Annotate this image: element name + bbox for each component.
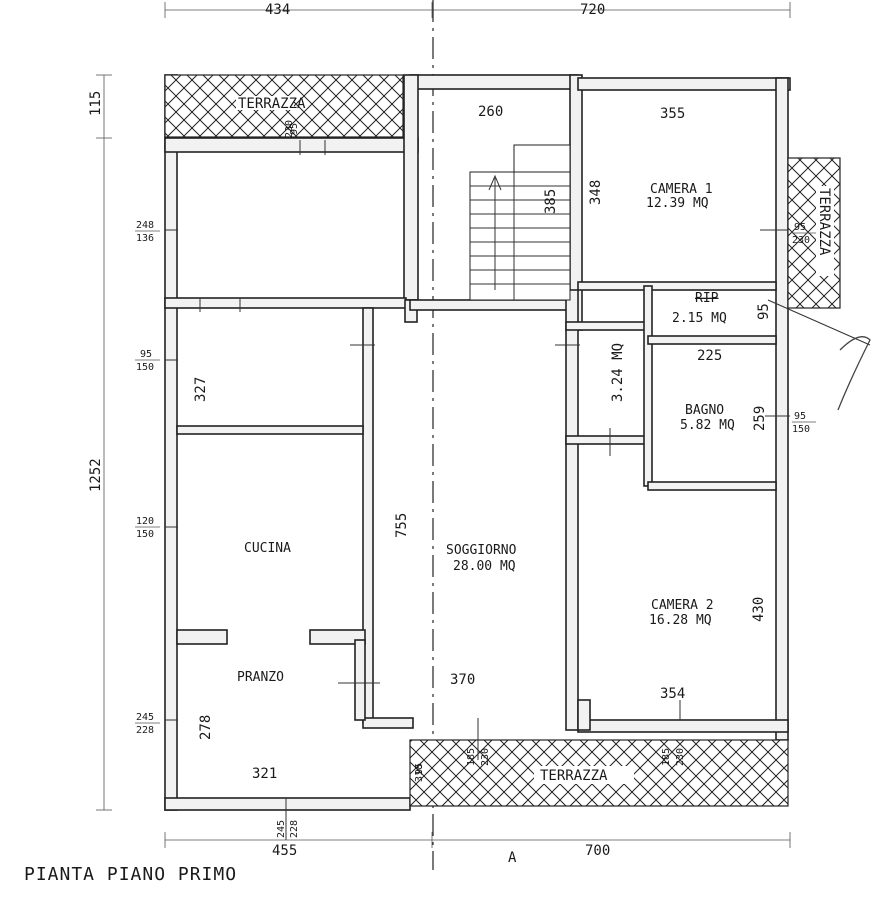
dim-left-total: 1252	[88, 458, 104, 492]
staircase	[469, 144, 571, 301]
dim-stair-run: 385	[543, 189, 559, 214]
camera2-name: CAMERA 2	[651, 598, 714, 613]
dim-left-top: 115	[88, 91, 104, 116]
svg-text:95: 95	[140, 349, 152, 360]
dim-bottom-right: 700	[585, 843, 610, 859]
svg-text:136: 136	[136, 233, 154, 244]
dim-top-left: 434	[265, 2, 290, 18]
dim-corridor: 3.24 MQ	[610, 343, 626, 402]
svg-text:230: 230	[480, 748, 491, 766]
camera2-area: 16.28 MQ	[649, 613, 712, 628]
dimension-lines	[96, 2, 791, 848]
dim-room-left-height: 327	[193, 377, 209, 402]
dim-stair-height: 348	[588, 180, 604, 205]
svg-text:150: 150	[136, 362, 154, 373]
svg-text:230: 230	[792, 235, 810, 246]
window-dimensions: 248 136 95 150 120 150 245 228 95 230 95…	[135, 120, 816, 838]
soggiorno-name: SOGGIORNO	[446, 543, 517, 558]
terrazza-bottom-label: TERRAZZA	[540, 768, 608, 784]
terrazza-top-label: TERRAZZA	[238, 96, 306, 112]
soggiorno-area: 28.00 MQ	[453, 559, 516, 574]
svg-text:228: 228	[289, 820, 300, 838]
svg-text:245: 245	[276, 820, 287, 838]
cucina-name: CUCINA	[244, 541, 291, 556]
svg-text:150: 150	[792, 424, 810, 435]
dim-soggiorno-height: 755	[394, 513, 410, 538]
bagno-area: 5.82 MQ	[680, 418, 735, 433]
dim-pranzo-width: 321	[252, 766, 277, 782]
svg-text:230: 230	[284, 120, 295, 138]
svg-text:228: 228	[136, 725, 154, 736]
page-title: PIANTA PIANO PRIMO	[24, 864, 237, 885]
section-marker: A	[508, 850, 517, 866]
bagno-name: BAGNO	[685, 403, 724, 418]
svg-text:95: 95	[414, 763, 425, 775]
dim-pranzo-height: 278	[198, 715, 214, 740]
svg-text:245: 245	[136, 712, 154, 723]
dim-bottom-left: 455	[272, 843, 297, 859]
door-marks	[165, 140, 871, 840]
dim-camera2-height: 430	[751, 597, 767, 622]
dim-bagno-height: 259	[752, 406, 768, 431]
dim-top-right: 720	[580, 2, 605, 18]
pranzo-name: PRANZO	[237, 670, 284, 685]
dim-camera2-width: 354	[660, 686, 685, 702]
camera1-name: CAMERA 1	[650, 182, 713, 197]
camera1-area: 12.39 MQ	[646, 196, 709, 211]
outer-walls	[164, 74, 791, 811]
svg-text:95: 95	[289, 123, 300, 135]
svg-text:230: 230	[675, 748, 686, 766]
svg-text:150: 150	[136, 529, 154, 540]
svg-text:185: 185	[661, 748, 672, 766]
svg-text:248: 248	[136, 220, 154, 231]
rip-name: RIP	[695, 291, 719, 306]
svg-text:95: 95	[794, 411, 806, 422]
svg-text:95: 95	[794, 222, 806, 233]
rip-area: 2.15 MQ	[672, 311, 727, 326]
svg-text:120: 120	[136, 516, 154, 527]
dim-stair-width: 260	[478, 104, 503, 120]
dim-soggiorno-width: 370	[450, 672, 475, 688]
dim-rip-side: 95	[756, 303, 772, 320]
svg-text:310: 310	[414, 764, 425, 782]
svg-text:185: 185	[466, 748, 477, 766]
dim-bagno-width: 225	[697, 348, 722, 364]
dim-camera1-width: 355	[660, 106, 685, 122]
terrazza-right-label: TERRAZZA	[816, 188, 832, 256]
